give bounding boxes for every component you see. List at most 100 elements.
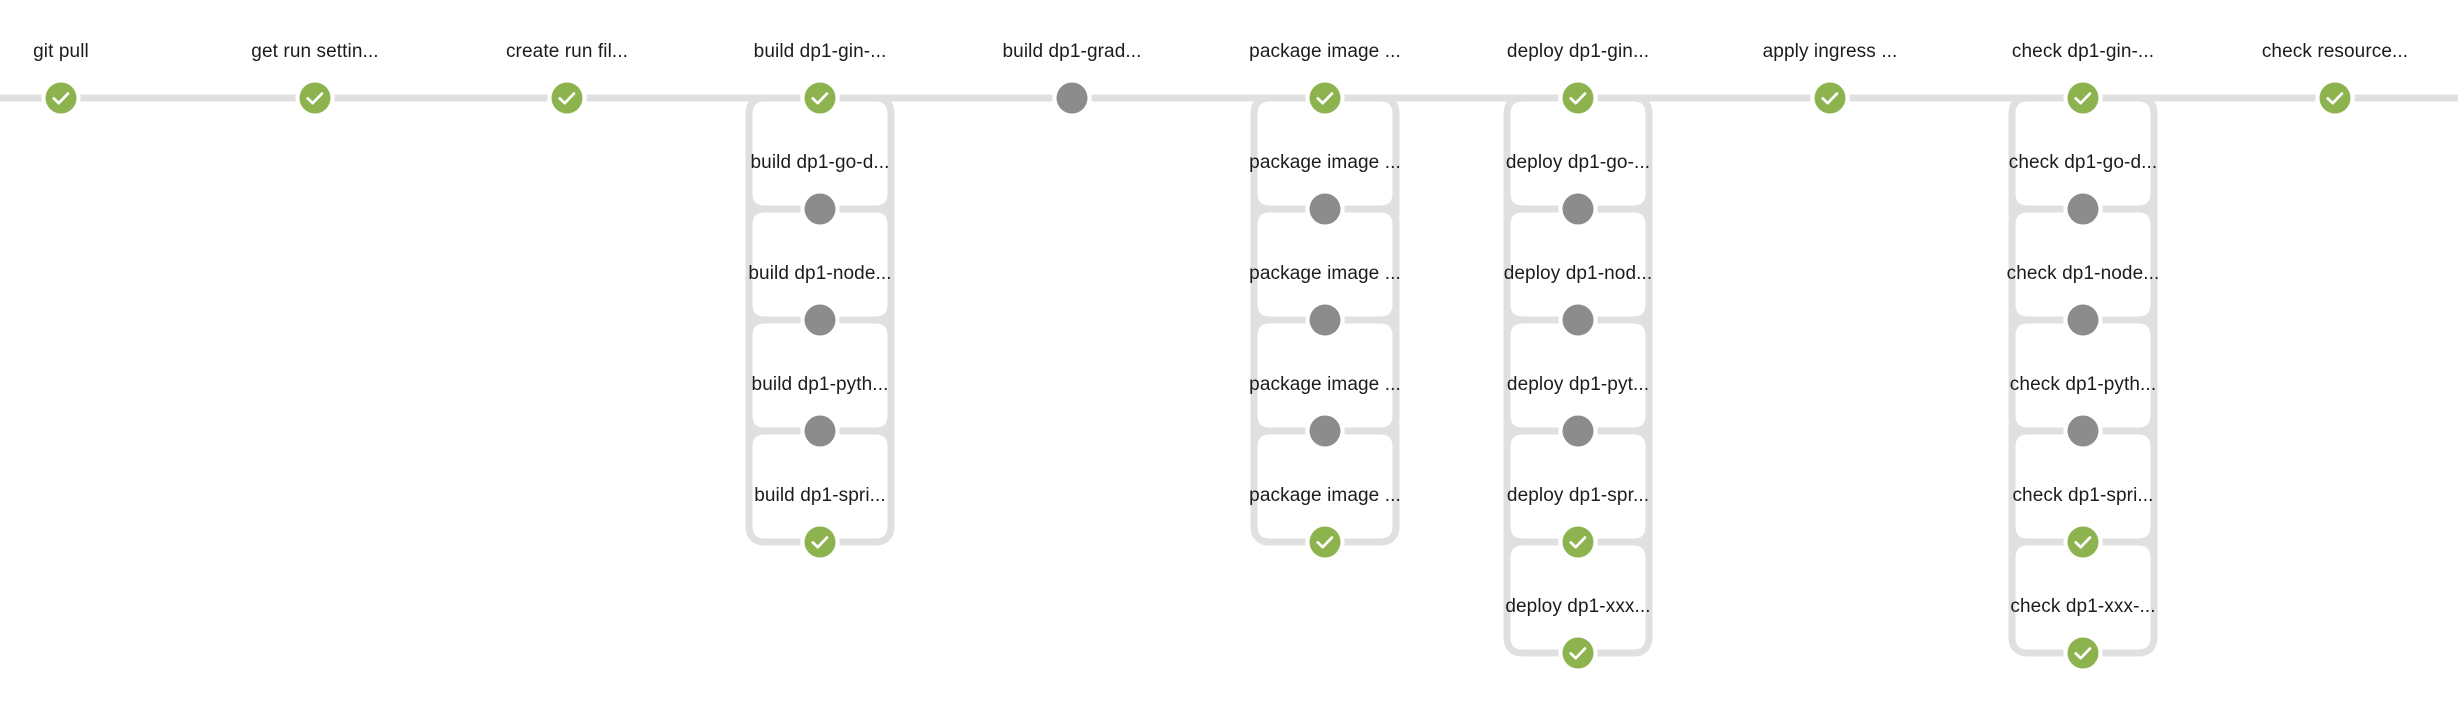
connector <box>1250 94 1306 546</box>
check-icon <box>558 92 576 105</box>
pipeline-node-success[interactable] <box>1309 526 1341 558</box>
connector <box>1632 427 1653 448</box>
connector <box>1503 427 1524 448</box>
check-icon <box>1569 647 1587 660</box>
connector <box>1503 525 1559 546</box>
connector <box>745 427 766 448</box>
node-label: check dp1-spri... <box>2012 484 2154 506</box>
node-label: apply ingress ... <box>1762 40 1898 62</box>
connector <box>745 414 801 435</box>
node-label: build dp1-gin-... <box>753 40 887 62</box>
check-icon <box>2074 92 2092 105</box>
connector <box>874 427 895 448</box>
connector <box>2008 525 2064 546</box>
pipeline-node-pending[interactable] <box>1562 304 1594 336</box>
node-label: deploy dp1-nod... <box>1503 262 1653 284</box>
connector <box>1503 303 1559 324</box>
pipeline-node-pending[interactable] <box>1562 193 1594 225</box>
pipeline-node-success[interactable] <box>1309 82 1341 114</box>
connector <box>839 303 895 324</box>
connector <box>2137 205 2158 226</box>
node-label: package image ... <box>1249 373 1401 395</box>
pipeline-node-pending[interactable] <box>1562 415 1594 447</box>
connector <box>1379 316 1400 337</box>
connector <box>1379 427 1400 448</box>
pipeline-node-success[interactable] <box>299 82 331 114</box>
pipeline-node-success[interactable] <box>1562 637 1594 669</box>
pipeline-node-pending[interactable] <box>2067 193 2099 225</box>
node-label: check dp1-pyth... <box>2009 373 2157 395</box>
node-label: build dp1-grad... <box>1002 40 1142 62</box>
connector <box>745 303 801 324</box>
check-icon <box>52 92 70 105</box>
pipeline-node-success[interactable] <box>804 526 836 558</box>
node-label: git pull <box>33 40 89 62</box>
connector <box>1250 303 1306 324</box>
connector <box>2102 303 2158 324</box>
node-label: check dp1-node... <box>2006 262 2160 284</box>
pipeline-node-success[interactable] <box>2067 526 2099 558</box>
connector <box>2008 192 2064 213</box>
node-label: check dp1-go-d... <box>2008 151 2158 173</box>
node-label: get run settin... <box>251 40 379 62</box>
connector <box>2008 538 2029 559</box>
connector <box>1632 538 1653 559</box>
check-icon <box>1821 92 1839 105</box>
pipeline-node-success[interactable] <box>1562 82 1594 114</box>
connector <box>2102 94 2158 657</box>
pipeline-node-pending[interactable] <box>804 304 836 336</box>
node-label: check dp1-gin-... <box>2011 40 2155 62</box>
pipeline-node-success[interactable] <box>2067 82 2099 114</box>
node-label: build dp1-go-d... <box>750 151 890 173</box>
pipeline-node-pending[interactable] <box>1309 415 1341 447</box>
connector <box>2008 205 2029 226</box>
node-label: check resource... <box>2261 40 2409 62</box>
pipeline-node-success[interactable] <box>2319 82 2351 114</box>
connector <box>2102 414 2158 435</box>
connector <box>1344 414 1400 435</box>
check-icon <box>2074 647 2092 660</box>
connector <box>1597 525 1653 546</box>
pipeline-node-success[interactable] <box>45 82 77 114</box>
check-icon <box>1316 536 1334 549</box>
check-icon <box>306 92 324 105</box>
connector <box>1597 303 1653 324</box>
pipeline-node-pending[interactable] <box>804 415 836 447</box>
check-icon <box>2326 92 2344 105</box>
connector <box>1379 205 1400 226</box>
pipeline-node-pending[interactable] <box>2067 304 2099 336</box>
check-icon <box>1569 536 1587 549</box>
node-label: deploy dp1-spr... <box>1506 484 1650 506</box>
connector <box>2102 525 2158 546</box>
pipeline-node-pending[interactable] <box>1309 304 1341 336</box>
node-label: package image ... <box>1249 151 1401 173</box>
pipeline-node-success[interactable] <box>551 82 583 114</box>
pipeline-node-pending[interactable] <box>1309 193 1341 225</box>
connector <box>1344 94 1400 546</box>
pipeline-node-success[interactable] <box>1814 82 1846 114</box>
connector <box>1597 192 1653 213</box>
pipeline-node-success[interactable] <box>804 82 836 114</box>
connector <box>1597 94 1653 657</box>
connector <box>1503 94 1559 657</box>
connector <box>745 316 766 337</box>
pipeline-node-success[interactable] <box>1562 526 1594 558</box>
connector <box>2008 303 2064 324</box>
node-label: check dp1-xxx-... <box>2010 595 2156 617</box>
connector <box>1597 414 1653 435</box>
connector <box>1250 316 1271 337</box>
pipeline-node-success[interactable] <box>2067 637 2099 669</box>
check-icon <box>811 536 829 549</box>
connector <box>2137 427 2158 448</box>
connector <box>1503 192 1559 213</box>
pipeline-node-pending[interactable] <box>1056 82 1088 114</box>
pipeline-node-pending[interactable] <box>2067 415 2099 447</box>
pipeline-node-pending[interactable] <box>804 193 836 225</box>
connector <box>1503 205 1524 226</box>
check-icon <box>811 92 829 105</box>
connector <box>1250 192 1306 213</box>
connector <box>2008 427 2029 448</box>
connector <box>1632 205 1653 226</box>
